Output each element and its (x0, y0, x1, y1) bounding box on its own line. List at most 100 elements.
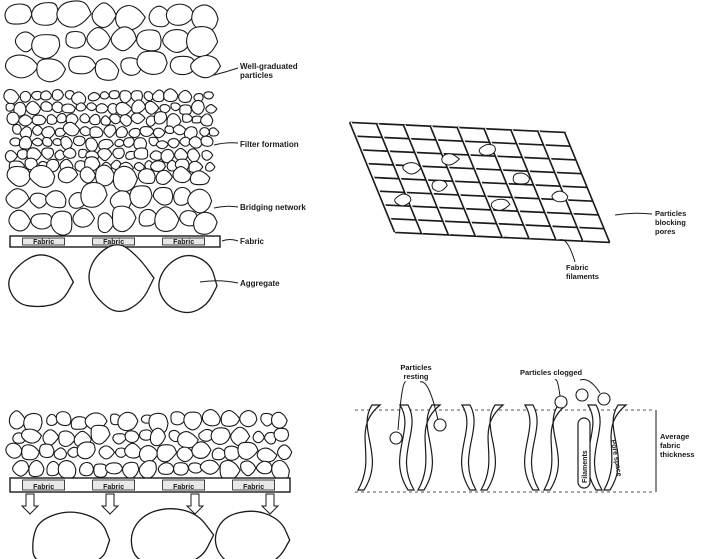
fine-particle (164, 89, 178, 102)
label-fabric-filaments: Fabric filaments (566, 263, 616, 281)
bridging-particle (31, 214, 53, 229)
bridging-particle (153, 187, 172, 205)
panel-a-filter-cross-section: FabricFabricFabric (4, 1, 238, 313)
fine-particle (179, 90, 192, 102)
label-particles-resting: Particles resting (395, 363, 437, 381)
clogging-particle (200, 460, 219, 474)
clogging-particle (150, 428, 165, 446)
coarse-particle (95, 59, 119, 81)
coarse-particle (32, 3, 59, 26)
leader-fabric (222, 240, 238, 242)
fine-particle (19, 136, 32, 149)
panel-b-fabric-grid (350, 121, 652, 262)
clogging-particle (192, 442, 211, 459)
clogging-particle (58, 461, 76, 479)
fine-particle (206, 162, 215, 171)
fine-particle (183, 114, 193, 122)
clogging-particle (221, 411, 240, 427)
bridging-particle (194, 212, 217, 234)
fine-particle (192, 100, 205, 114)
clogging-particle (47, 461, 60, 475)
fine-particle (99, 139, 114, 149)
fine-particle (4, 90, 19, 105)
coarse-particle (5, 55, 38, 78)
fine-particle (90, 114, 101, 124)
label-aggregate: Aggregate (240, 279, 300, 288)
fine-particle (62, 104, 76, 113)
fine-particle (32, 138, 42, 146)
fine-particle (26, 101, 41, 114)
coarse-particle (116, 5, 146, 30)
coarse-particle (166, 4, 194, 25)
aggregate-stone (159, 256, 217, 313)
fine-particle (52, 90, 63, 101)
label-filaments: Filaments (582, 450, 589, 483)
bridging-particle (6, 189, 29, 209)
label-bridging-network: Bridging network (240, 203, 320, 212)
fine-particle (132, 100, 146, 113)
label-average-fabric-thickness: Average fabric thickness (660, 432, 704, 459)
fine-particle (204, 92, 214, 99)
blocking-particle (513, 173, 529, 184)
clogging-particle (158, 463, 174, 475)
fine-particle (153, 128, 165, 138)
particle (598, 393, 610, 405)
fine-particle (206, 105, 217, 114)
bridging-particle (156, 170, 172, 184)
clogging-particle (139, 461, 156, 479)
coarse-particle (32, 35, 60, 59)
fine-particle (109, 91, 119, 99)
fine-particle (41, 102, 53, 112)
clogging-particle (91, 425, 110, 444)
bridging-particle (7, 167, 31, 187)
fine-particle (113, 148, 125, 159)
fine-particle (171, 103, 181, 111)
flow-arrow-icon (22, 494, 38, 514)
clogging-particle (9, 411, 25, 429)
clogging-particle (40, 444, 54, 457)
coarse-particle (87, 28, 110, 51)
flow-arrow-icon (262, 494, 278, 514)
fine-particle (110, 114, 121, 124)
fine-particle (47, 115, 57, 125)
fine-particle (63, 148, 76, 158)
bridging-particle (98, 213, 114, 233)
coarse-particle (187, 27, 218, 57)
fabric-strip-label: Fabric (173, 484, 194, 491)
fine-particle (41, 91, 52, 100)
clogging-particle (125, 431, 139, 443)
coarse-particle (69, 56, 96, 74)
clogging-particle (113, 434, 127, 444)
fine-particle (188, 149, 200, 163)
fine-particle (43, 137, 52, 146)
fine-particle (7, 112, 19, 125)
fine-particle (168, 139, 179, 148)
clogging-particle (105, 463, 122, 474)
aggregate-stone (215, 511, 289, 559)
clogging-particle (54, 448, 67, 459)
leader-particles-clogged (555, 380, 560, 396)
bridging-particle (190, 171, 210, 185)
clogging-particle (29, 460, 44, 476)
fabric-fiber (544, 405, 566, 490)
clogging-particle (278, 445, 292, 460)
fine-particle (5, 150, 17, 162)
fine-particle (189, 137, 202, 148)
particle (434, 419, 446, 431)
bridging-particle (58, 167, 77, 183)
clogging-particle (274, 428, 289, 441)
aggregate-stone (131, 509, 213, 559)
fine-particle (152, 90, 164, 102)
clogging-particle (157, 445, 177, 462)
fine-particle (42, 148, 54, 159)
clogging-particle (211, 428, 230, 445)
blocking-particle (442, 154, 460, 165)
fine-particle (165, 126, 174, 134)
fine-particle (154, 112, 167, 124)
clogging-particle (77, 442, 95, 459)
leader-filter-formation (214, 143, 238, 145)
blocking-particle (432, 180, 447, 191)
clogging-particle (118, 412, 138, 430)
fine-particle (20, 91, 31, 102)
bridging-particle (113, 206, 137, 232)
